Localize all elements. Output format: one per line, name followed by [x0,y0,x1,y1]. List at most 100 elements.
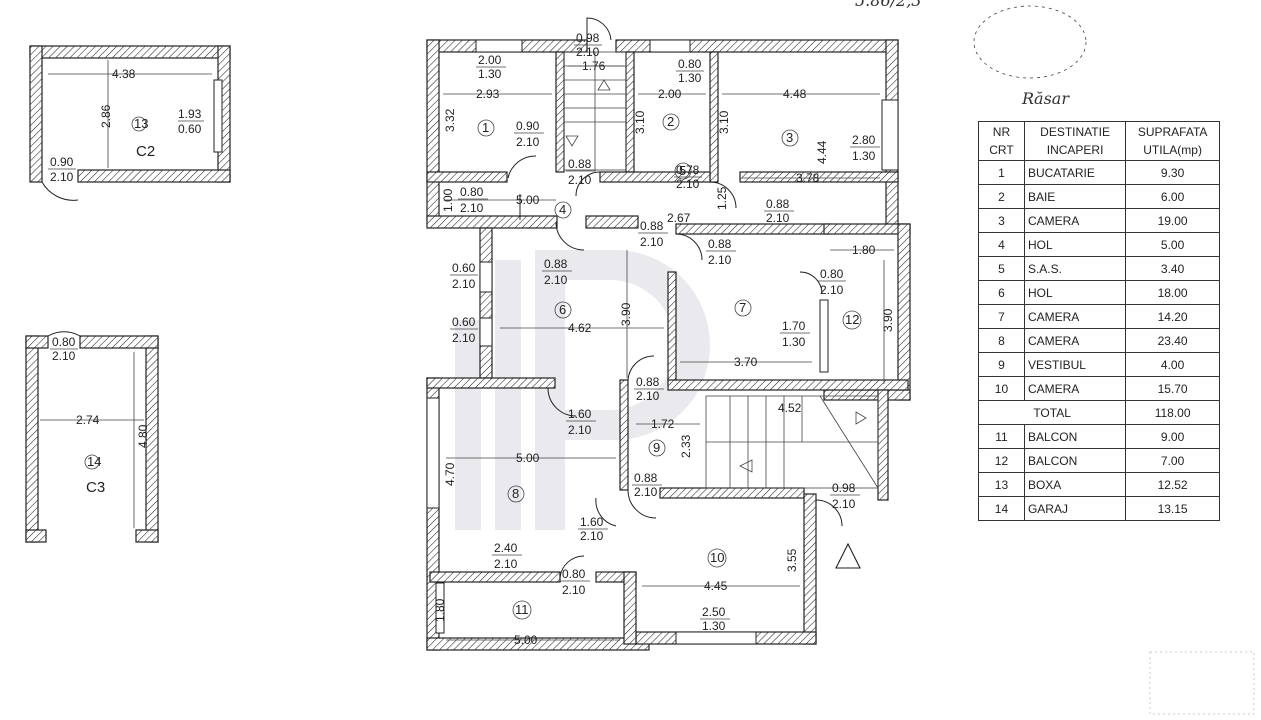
c2-room-number: 13 [134,116,148,131]
row-destination: GARAJ [1023,496,1127,521]
opening-11-height: 2.10 [708,253,732,267]
room-number-3: 3 [786,130,793,145]
opening-6-height: 2.10 [676,177,700,191]
opening-2-width: 0.98 [576,31,600,45]
c2-window-width: 1.93 [178,107,202,121]
row-destination: CAMERA [1023,208,1127,233]
row-destination: CAMERA [1023,328,1127,353]
dim-3-78: 3.78 [796,171,820,185]
row-area: 13.15 [1125,496,1220,521]
c3-door-height: 2.10 [52,349,76,363]
opening-23-width: 0.80 [562,567,586,581]
row-area: 14.20 [1125,304,1220,329]
faint-stamp [1149,651,1255,715]
row-destination: S.A.S. [1023,256,1127,281]
opening-18-width: 1.60 [568,407,592,421]
opening-24-width: 2.50 [702,605,726,619]
opening-21-height: 2.10 [580,529,604,543]
opening-13-height: 2.10 [452,331,476,345]
opening-3-width: 0.80 [678,57,702,71]
opening-14-width: 0.88 [544,257,568,271]
row-number: 1 [978,160,1025,185]
row-area: 18.00 [1125,280,1220,305]
row-number: 11 [978,424,1025,449]
opening-10-width: 0.88 [640,219,664,233]
room-number-10: 10 [710,550,724,565]
room-number-7: 7 [739,300,746,315]
row-number: 5 [978,256,1025,281]
opening-19-height: 2.10 [634,485,658,499]
dim-2-00: 2.00 [658,87,682,101]
stamp-outline [973,5,1087,79]
opening-8-height: 2.10 [460,201,484,215]
room-number-8: 8 [512,486,519,501]
dim-1-80b: 1.80 [433,598,447,622]
c3-room-number: 14 [87,454,101,469]
opening-22-width: 2.40 [494,541,518,555]
opening-16-height: 1.30 [782,335,806,349]
opening-9-width: 0.88 [766,197,790,211]
c2-window-height: 0.60 [178,122,202,136]
opening-12-height: 2.10 [452,277,476,291]
dim-2-67: 2.67 [667,211,691,225]
dim-1-00: 1.00 [441,188,455,212]
c2-door-width: 0.90 [50,155,74,169]
c2-width: 4.38 [112,67,136,81]
row-destination: BUCATARIE [1023,160,1127,185]
c2-code: C2 [136,143,155,160]
row-area: 4.00 [1125,352,1220,377]
opening-13-width: 0.60 [452,315,476,329]
row-destination: HOL [1023,280,1127,305]
row-number: 10 [978,376,1025,401]
dim-3-90a: 3.90 [619,302,633,326]
dim-4-45: 4.45 [704,579,728,593]
room-number-2: 2 [667,114,674,129]
room-number-1: 1 [482,120,489,135]
opening-17-height: 2.10 [636,389,660,403]
dim-1-76: 1.76 [582,59,606,73]
row-destination: BOXA [1023,472,1127,497]
door-swings [507,17,861,579]
row-area: 23.40 [1125,328,1220,353]
c2-door-height: 2.10 [50,170,74,184]
row-destination: VESTIBUL [1023,352,1127,377]
opening-18-height: 2.10 [568,423,592,437]
dim-4-70: 4.70 [443,462,457,486]
opening-20-height: 2.10 [832,497,856,511]
opening-24-height: 1.30 [702,619,726,633]
total-label: TOTAL [977,400,1127,425]
opening-3-height: 1.30 [678,71,702,85]
row-number: 3 [978,208,1025,233]
room-number-11: 11 [515,602,529,617]
dim-1-72: 1.72 [651,417,675,431]
opening-17-width: 0.88 [636,375,660,389]
opening-2-height: 2.10 [576,45,600,59]
opening-labels: 2.00 1.30 0.98 2.10 0.80 1.30 0.90 2.10 … [450,31,880,633]
dim-5-00c: 5.00 [514,633,538,647]
row-destination: HOL [1023,232,1127,257]
room-numbers: 1 2 3 4 5 6 7 8 9 10 11 12 [477,113,862,620]
dim-1-80a: 1.80 [852,243,876,257]
row-destination: BALCON [1023,448,1127,473]
dim-4-52: 4.52 [778,401,802,415]
dim-3-10b: 3.10 [717,110,731,134]
row-area: 3.40 [1125,256,1220,281]
dim-1-25: 1.25 [715,186,729,210]
opening-19-width: 0.88 [634,471,658,485]
opening-5-width: 0.88 [568,157,592,171]
opening-8-width: 0.80 [460,185,484,199]
opening-21-width: 1.60 [580,515,604,529]
row-area: 5.00 [1125,232,1220,257]
